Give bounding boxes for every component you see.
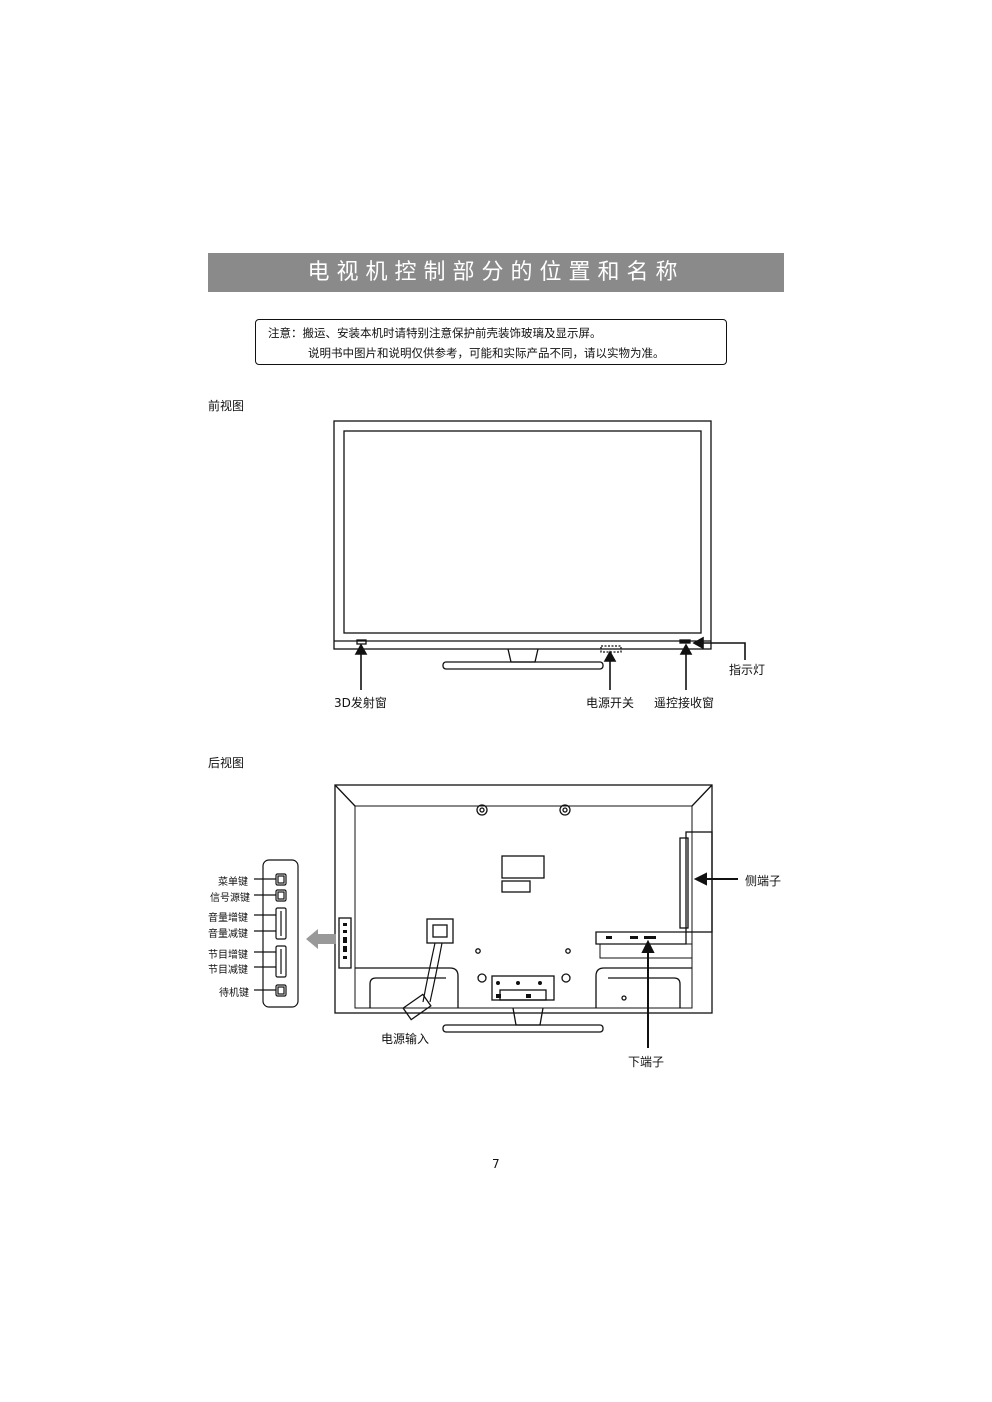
tv-front-frame [333,420,712,650]
volume-up-key-label: 音量增键 [208,913,248,924]
program-up-key-label: 节目增键 [208,950,248,961]
volume-down-key-label: 音量减键 [208,929,248,940]
tv-rear-frame [334,784,713,1014]
keypad-callout-arrow [306,929,336,949]
notice-line-2: 说明书中图片和说明仅供参考，可能和实际产品不同，请以实物为准。 [308,346,665,360]
side-keypad-detail [254,859,299,1008]
power-switch-mark [600,645,622,653]
front-view-heading: 前视图 [208,399,245,413]
rear-view-heading: 后视图 [208,756,245,770]
tv-front-stand-base [442,661,604,670]
page-number: 7 [492,1157,500,1171]
emitter-3d-window [356,639,367,645]
side-terminals-label: 侧端子 [745,874,782,888]
tv-screen [343,430,702,634]
standby-key-label: 待机键 [219,988,249,999]
menu-key-label: 菜单键 [218,877,248,888]
source-key-label: 信号源键 [210,893,250,904]
page-title: 电视机控制部分的位置和名称 [208,253,784,292]
remote-receiver-label: 遥控接收窗 [654,696,715,710]
notice-line-1: 注意：搬运、安装本机时请特别注意保护前壳装饰玻璃及显示屏。 [268,326,602,340]
notice-box: 注意：搬运、安装本机时请特别注意保护前壳装饰玻璃及显示屏。 说明书中图片和说明仅… [255,319,727,365]
indicator-label: 指示灯 [729,663,766,677]
remote-receiver-window [679,639,691,644]
power-switch-label: 电源开关 [586,696,635,710]
emitter-3d-label: 3D发射窗 [334,696,387,710]
program-down-key-label: 节目减键 [208,965,248,976]
power-input-label: 电源输入 [381,1032,430,1046]
bottom-terminals-label: 下端子 [628,1055,665,1069]
